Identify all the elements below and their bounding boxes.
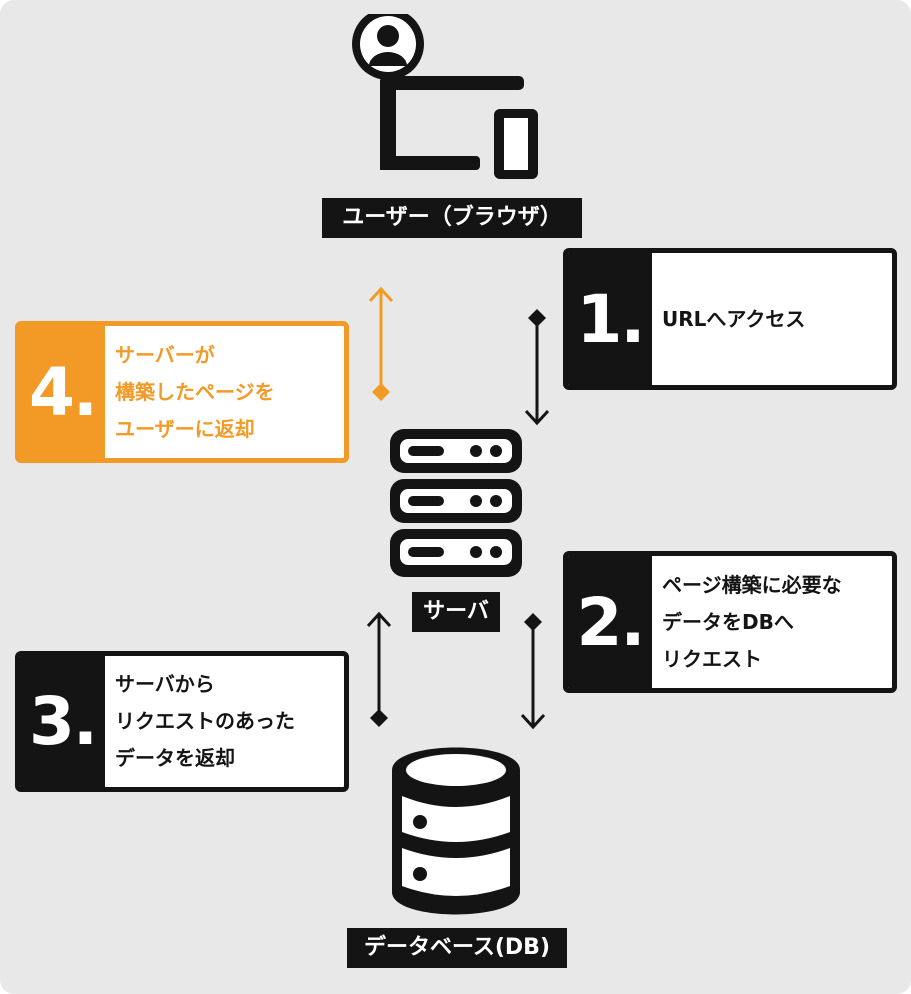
request-arrow-server-to-db bbox=[520, 613, 546, 730]
step-1-box: 1. URLへアクセス bbox=[563, 248, 897, 390]
step-1-text: URLへアクセス bbox=[662, 306, 806, 331]
server-label: サーバ bbox=[412, 592, 500, 632]
step-2-box: 2. ページ構築に必要な データをDBへ リクエスト bbox=[563, 551, 897, 693]
response-arrow-db-to-server bbox=[366, 611, 392, 727]
step-1-number: 1. bbox=[568, 253, 652, 385]
step-2-number: 2. bbox=[568, 556, 652, 688]
step-3-number: 3. bbox=[20, 656, 105, 787]
response-arrow-server-to-user bbox=[368, 286, 394, 401]
server-rack-icon bbox=[390, 429, 522, 577]
step-4-text: サーバーが 構築したページを ユーザーに返却 bbox=[115, 342, 275, 441]
step-4-number: 4. bbox=[20, 326, 105, 458]
database-label: データベース(DB) bbox=[347, 928, 567, 968]
user-at-computer-icon bbox=[352, 14, 538, 179]
request-arrow-user-to-server bbox=[524, 309, 550, 426]
database-icon bbox=[392, 747, 520, 915]
step-2-text: ページ構築に必要な データをDBへ リクエスト bbox=[662, 572, 842, 671]
step-4-box: 4. サーバーが 構築したページを ユーザーに返却 bbox=[15, 321, 349, 463]
step-3-box: 3. サーバから リクエストのあった データを返却 bbox=[15, 651, 349, 792]
user-label: ユーザー（ブラウザ） bbox=[322, 198, 582, 238]
step-3-text: サーバから リクエストのあった データを返却 bbox=[115, 672, 295, 770]
